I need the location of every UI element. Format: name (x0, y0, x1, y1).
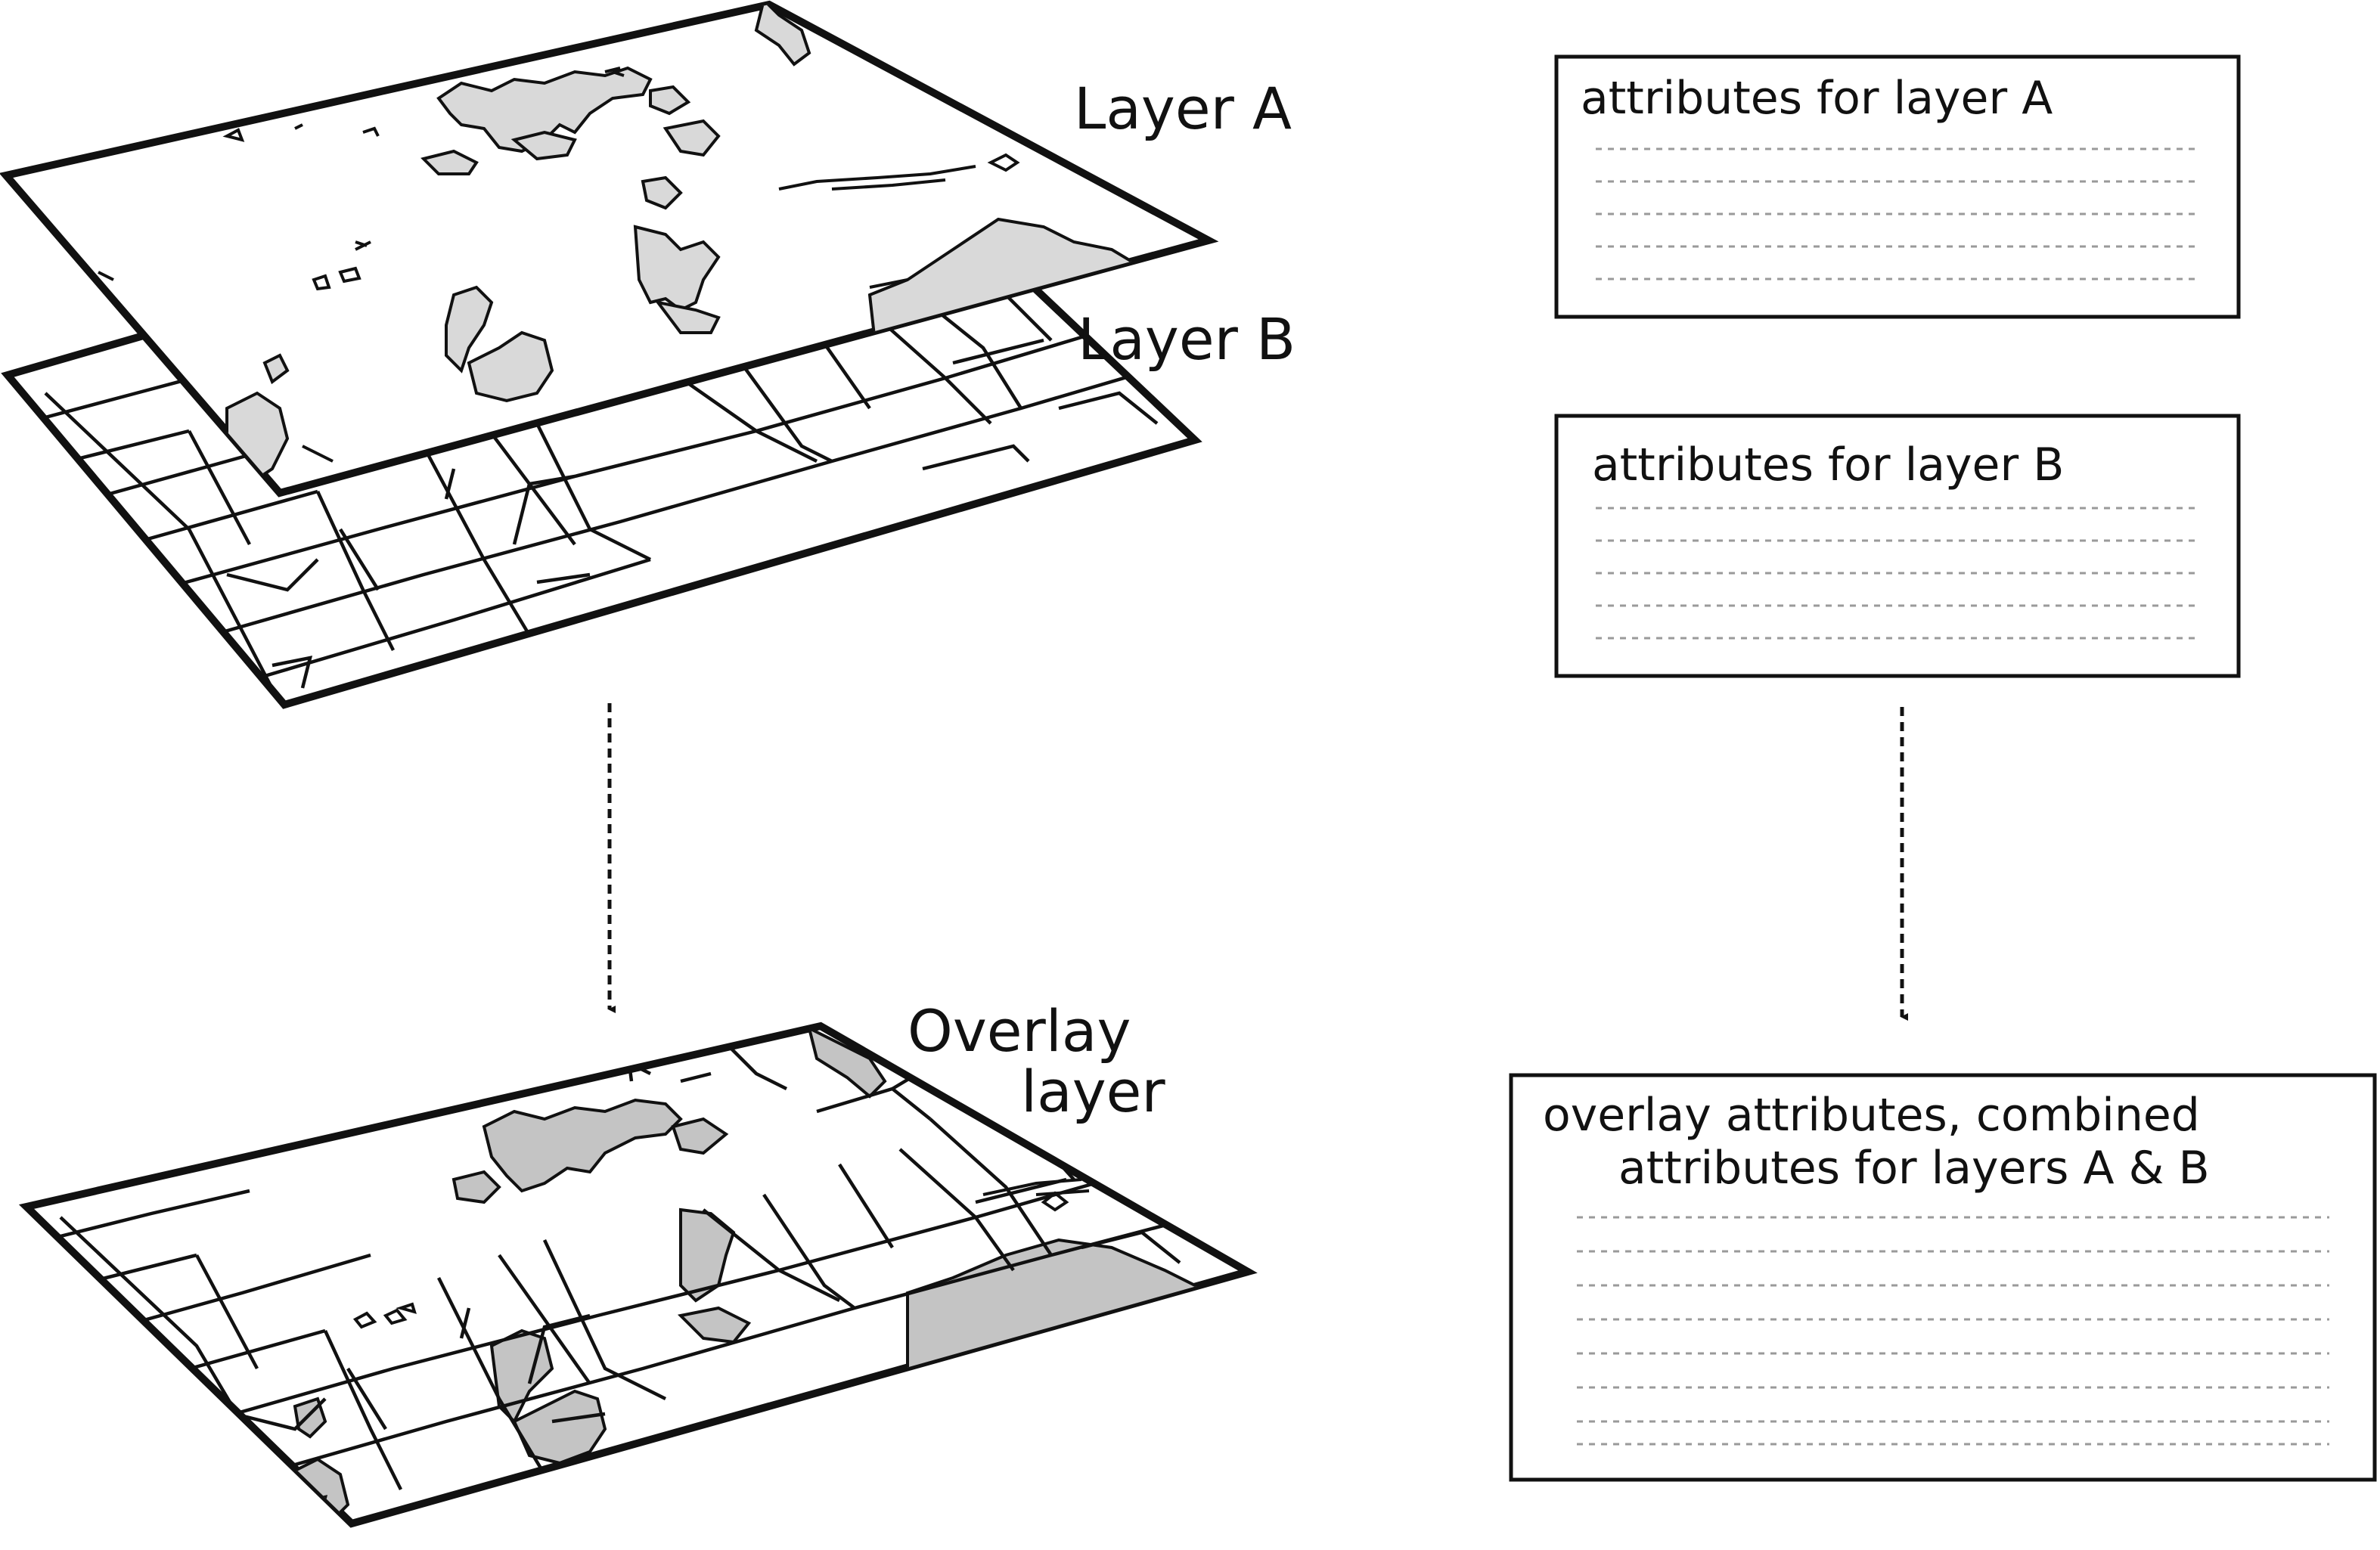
overlay-layer-sheet (18, 1021, 1258, 1528)
layer-a-attributes-box: attributes for layer A (1554, 54, 2241, 319)
overlay-attributes-box: overlay attributes, combined attributes … (1509, 1073, 2377, 1482)
layer-b-attributes-box: attributes for layer B (1554, 414, 2241, 678)
overlay-attribute-rules (1577, 1216, 2329, 1446)
layer-a-sheet (0, 0, 1219, 498)
overlay-layer-label-line1: Overlay (908, 997, 1131, 1065)
layer-b-attribute-rules (1596, 507, 2201, 640)
layer-b-label: Layer B (1078, 305, 1296, 373)
overlay-attributes-title-line1: overlay attributes, combined (1543, 1089, 2200, 1142)
overlay-attributes-title-line2: attributes for layers A & B (1618, 1142, 2210, 1195)
layer-b-attributes-title: attributes for layer B (1592, 439, 2064, 491)
layer-a-attributes-title: attributes for layer A (1581, 72, 2053, 125)
layer-a-attribute-rules (1596, 147, 2201, 281)
layer-a-label: Layer A (1074, 75, 1292, 142)
overlay-layer-label-line2: layer (1021, 1058, 1165, 1125)
